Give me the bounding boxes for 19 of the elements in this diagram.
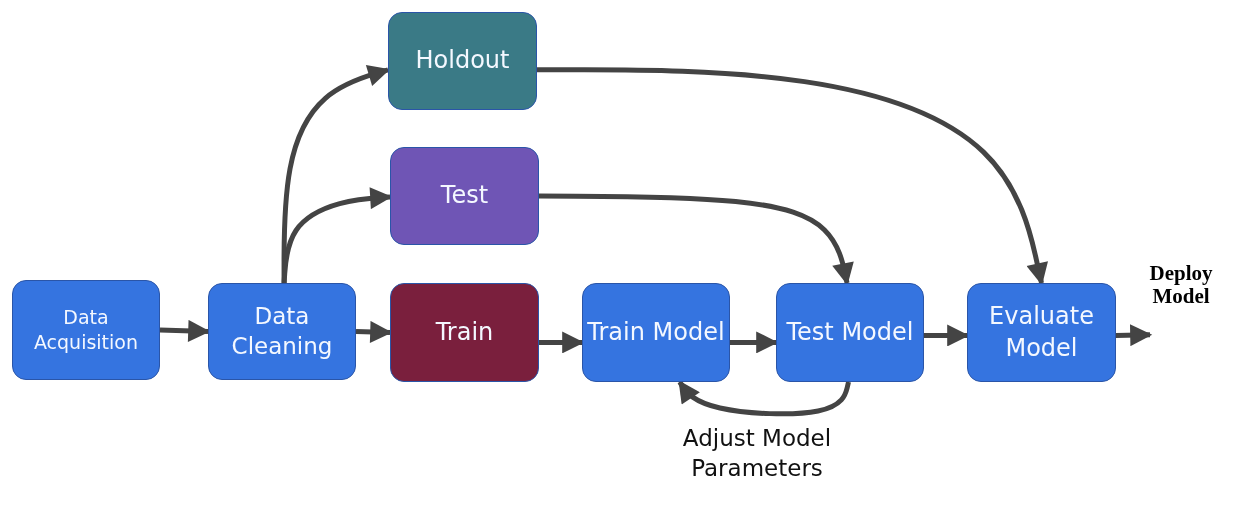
process-box	[388, 12, 537, 110]
process-box	[390, 147, 539, 245]
process-box	[582, 283, 730, 382]
box-label: Test	[440, 180, 489, 212]
box-label: Train Model	[587, 316, 725, 348]
process-box	[776, 283, 924, 382]
step-label: Deploy Model	[1149, 262, 1213, 309]
arrow	[677, 380, 851, 417]
process-box	[967, 283, 1116, 382]
process-box	[208, 283, 356, 380]
box-label: Evaluate Model	[988, 301, 1095, 364]
arrow	[1115, 324, 1153, 347]
box-label: Test Model	[786, 316, 914, 348]
process-box	[12, 280, 160, 380]
box-label: Data Cleaning	[230, 301, 334, 361]
box-label: Train	[435, 316, 494, 348]
box-label: Holdout	[415, 45, 510, 77]
process-box	[390, 283, 539, 382]
box-label: Data Acquisition	[32, 305, 140, 355]
